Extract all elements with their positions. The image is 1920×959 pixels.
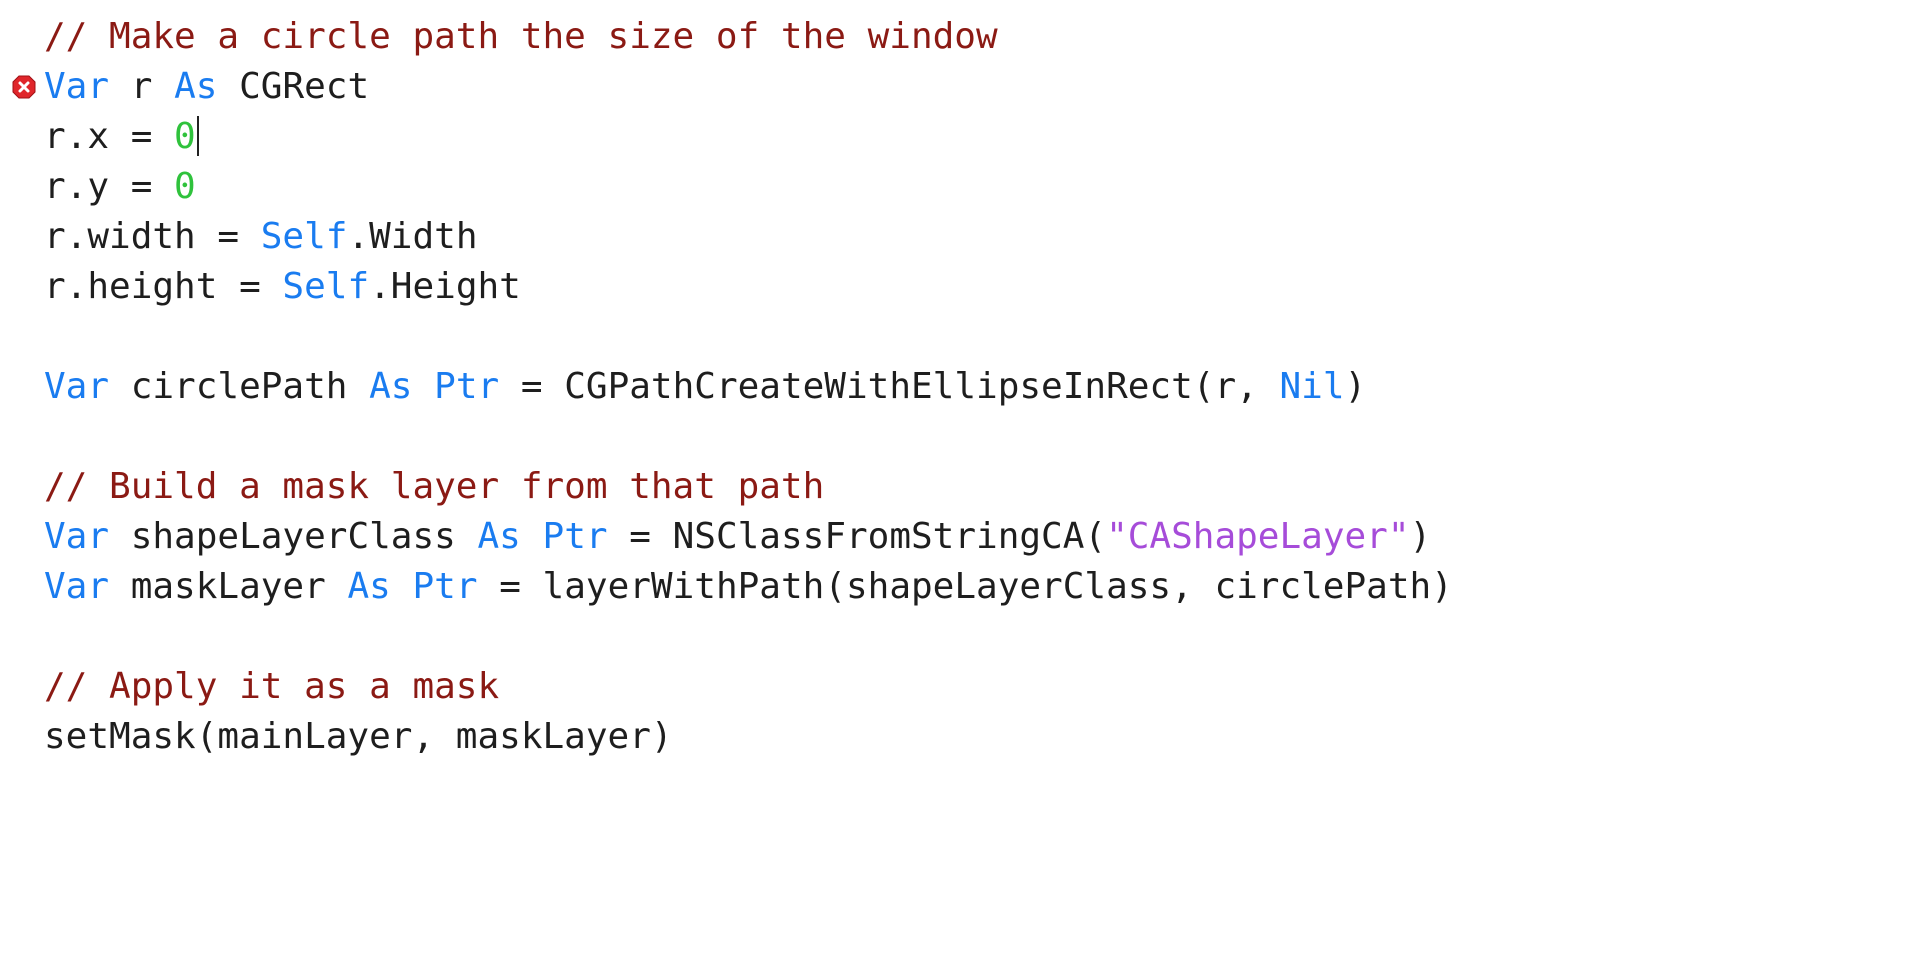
code-token-plain: ) — [1409, 516, 1432, 557]
code-token-comment: // Apply it as a mask — [44, 666, 500, 707]
code-line[interactable] — [44, 312, 1453, 362]
code-token-plain: r — [109, 66, 175, 107]
text-caret — [196, 116, 199, 156]
code-line[interactable]: r.width = Self.Width — [44, 212, 1453, 262]
code-token-number: 0 — [174, 116, 196, 157]
code-token-keyword: Var — [44, 516, 110, 557]
code-token-keyword: As — [477, 516, 521, 557]
code-line[interactable]: Var circlePath As Ptr = CGPathCreateWith… — [44, 362, 1453, 412]
code-token-plain: .Width — [347, 216, 478, 257]
code-token-keyword: As — [174, 66, 218, 107]
code-token-plain: ) — [1344, 366, 1367, 407]
code-token-plain: CGRect — [217, 66, 370, 107]
code-token-keyword: Ptr — [412, 566, 478, 607]
code-token-plain: circlePath — [109, 366, 370, 407]
code-token-keyword: Self — [260, 216, 348, 257]
code-token-plain: .Height — [369, 266, 521, 307]
code-token-number: 0 — [174, 166, 196, 207]
code-token-keyword: Var — [44, 66, 110, 107]
code-line[interactable] — [44, 412, 1453, 462]
code-token-plain: r.x = — [44, 116, 175, 157]
code-token-plain: = CGPathCreateWithEllipseInRect(r, — [499, 366, 1280, 407]
code-token-keyword: Ptr — [434, 366, 500, 407]
code-token-plain: r.y = — [44, 166, 175, 207]
code-token-plain: setMask(mainLayer, maskLayer) — [44, 716, 673, 757]
code-line[interactable]: setMask(mainLayer, maskLayer) — [44, 712, 1453, 762]
code-token-plain: r.width = — [44, 216, 261, 257]
code-token-keyword: Var — [44, 366, 110, 407]
code-line[interactable]: Var r As CGRect — [12, 62, 1453, 112]
code-token-plain: shapeLayerClass — [109, 516, 478, 557]
code-token-plain — [521, 516, 543, 557]
code-line[interactable]: // Apply it as a mask — [44, 662, 1453, 712]
code-line[interactable]: Var shapeLayerClass As Ptr = NSClassFrom… — [44, 512, 1453, 562]
code-token-keyword: Nil — [1279, 366, 1345, 407]
code-line[interactable]: r.y = 0 — [44, 162, 1453, 212]
code-token-comment: // Build a mask layer from that path — [44, 466, 825, 507]
code-token-plain — [412, 366, 434, 407]
code-line[interactable]: // Build a mask layer from that path — [44, 462, 1453, 512]
code-token-keyword: Ptr — [542, 516, 608, 557]
code-token-plain: r.height = — [44, 266, 283, 307]
code-token-plain: maskLayer — [109, 566, 348, 607]
code-token-keyword: As — [347, 566, 391, 607]
code-token-plain — [391, 566, 413, 607]
code-token-comment: // Make a circle path the size of the wi… — [44, 16, 998, 57]
error-icon[interactable] — [12, 75, 36, 99]
code-editor[interactable]: // Make a circle path the size of the wi… — [12, 12, 1453, 762]
code-token-plain: = layerWithPath(shapeLayerClass, circleP… — [477, 566, 1453, 607]
code-token-string: "CAShapeLayer" — [1106, 516, 1410, 557]
code-token-plain: = NSClassFromStringCA( — [607, 516, 1107, 557]
code-token-keyword: As — [369, 366, 413, 407]
code-line[interactable]: r.x = 0 — [44, 112, 1453, 162]
code-token-keyword: Self — [282, 266, 370, 307]
code-line[interactable]: r.height = Self.Height — [44, 262, 1453, 312]
code-line[interactable]: Var maskLayer As Ptr = layerWithPath(sha… — [44, 562, 1453, 612]
code-line[interactable]: // Make a circle path the size of the wi… — [44, 12, 1453, 62]
code-line[interactable] — [44, 612, 1453, 662]
code-token-keyword: Var — [44, 566, 110, 607]
